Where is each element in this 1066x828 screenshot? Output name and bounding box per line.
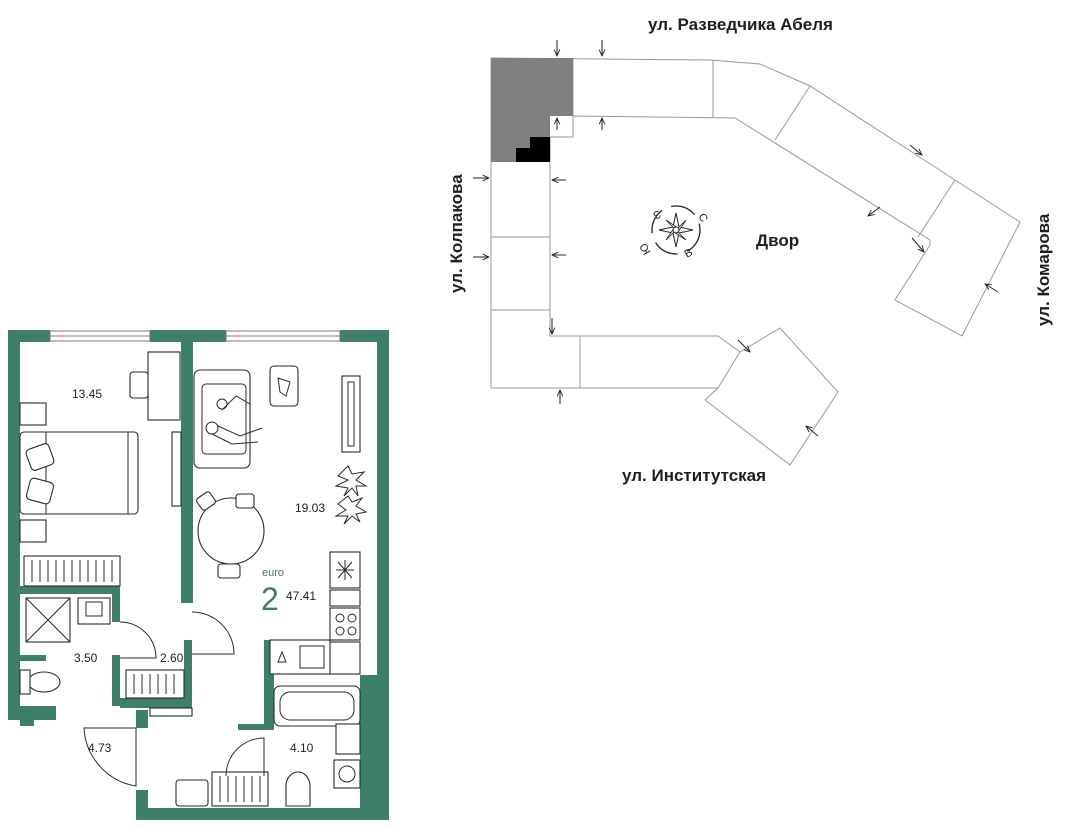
apartment-type-label: euro: [262, 567, 284, 579]
compass-south: Ю: [638, 241, 654, 257]
kitchen-sink-cabinet: [329, 641, 361, 675]
area-bedroom: 13.45: [72, 387, 102, 401]
compass-east: В: [683, 247, 695, 261]
people-figure: [205, 395, 263, 445]
compass-rose: С В Ю З: [638, 205, 710, 261]
floor-plan: 13.45 19.03 3.50 2.60 4.73 4.10 euro 2 4…: [8, 330, 389, 820]
compass-north: С: [695, 212, 709, 225]
compass-west: З: [650, 207, 662, 221]
hall-furniture: [20, 714, 269, 807]
desk-chair: [129, 371, 149, 399]
area-bathroom-right: 4.10: [290, 741, 314, 755]
street-top-label: ул. Разведчика Абеля: [648, 15, 833, 34]
area-living-kitchen: 19.03: [295, 501, 325, 515]
armchair: [269, 365, 299, 407]
site-plan: С В Ю З ул. Разведчика Абеля ул. Колпако…: [447, 15, 1053, 485]
washing-machine: [333, 759, 361, 789]
corridor-furniture: [125, 611, 235, 717]
windows: [49, 330, 341, 342]
street-bottom-label: ул. Институтская: [622, 466, 766, 485]
corridor-door: [191, 611, 235, 655]
walls: [8, 330, 389, 820]
desk: [147, 351, 181, 421]
entrance-arrows: [473, 40, 999, 437]
hall-pouf: [175, 779, 209, 807]
corridor-radiator: [125, 669, 185, 699]
left-bath-door: [119, 621, 157, 659]
stove: [329, 607, 361, 641]
nightstand-bottom: [19, 519, 47, 543]
rooms-count: 2: [261, 581, 279, 617]
street-left-label: ул. Колпакова: [447, 174, 466, 293]
right-sink: [335, 723, 361, 755]
left-bathroom-furniture: [19, 597, 157, 695]
courtyard-label: Двор: [756, 231, 799, 250]
street-right-label: ул. Комарова: [1034, 213, 1053, 326]
right-bath-door: [225, 737, 265, 777]
wardrobe: [171, 431, 182, 507]
total-area: 47.41: [286, 589, 316, 603]
bedroom-furniture: [19, 351, 182, 587]
highlighted-section[interactable]: [491, 58, 573, 162]
counter: [329, 589, 361, 607]
area-bathroom-left: 3.50: [74, 651, 98, 665]
nightstand-top: [19, 402, 47, 426]
unit-marker: [516, 137, 550, 162]
area-corridor: 2.60: [160, 651, 184, 665]
hall-radiator: [211, 771, 269, 807]
bathtub: [273, 685, 361, 727]
right-bathroom-furniture: [225, 639, 361, 807]
plants: [334, 465, 368, 525]
area-hall: 4.73: [88, 741, 112, 755]
entrance-door: [83, 727, 137, 787]
hall-shelf: [149, 707, 193, 717]
living-furniture: [193, 365, 368, 675]
right-toilet: [285, 771, 311, 807]
building-outline: [490, 57, 1021, 466]
tv-stand: [341, 375, 361, 453]
left-toilet: [27, 671, 61, 693]
section-dividers: [491, 58, 956, 389]
